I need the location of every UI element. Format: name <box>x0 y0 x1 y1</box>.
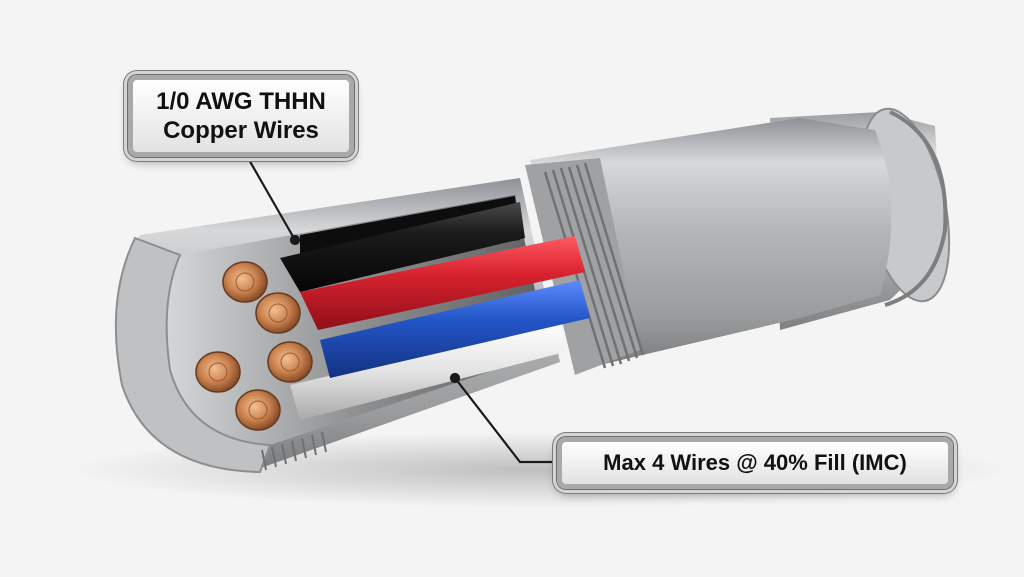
wire-blue <box>320 280 590 378</box>
wire-white <box>290 322 565 420</box>
callout-fill-limit: Max 4 Wires @ 40% Fill (IMC) <box>557 437 953 489</box>
callout-wire-type-line2: Copper Wires <box>163 117 319 144</box>
leader-lines <box>247 157 557 464</box>
callout-wire-type: 1/0 AWG THHN Copper Wires <box>128 75 354 157</box>
copper-strands <box>195 261 313 431</box>
wire-black <box>280 202 525 292</box>
callout-wire-type-line1: 1/0 AWG THHN <box>156 88 326 115</box>
wire-red <box>300 236 585 330</box>
